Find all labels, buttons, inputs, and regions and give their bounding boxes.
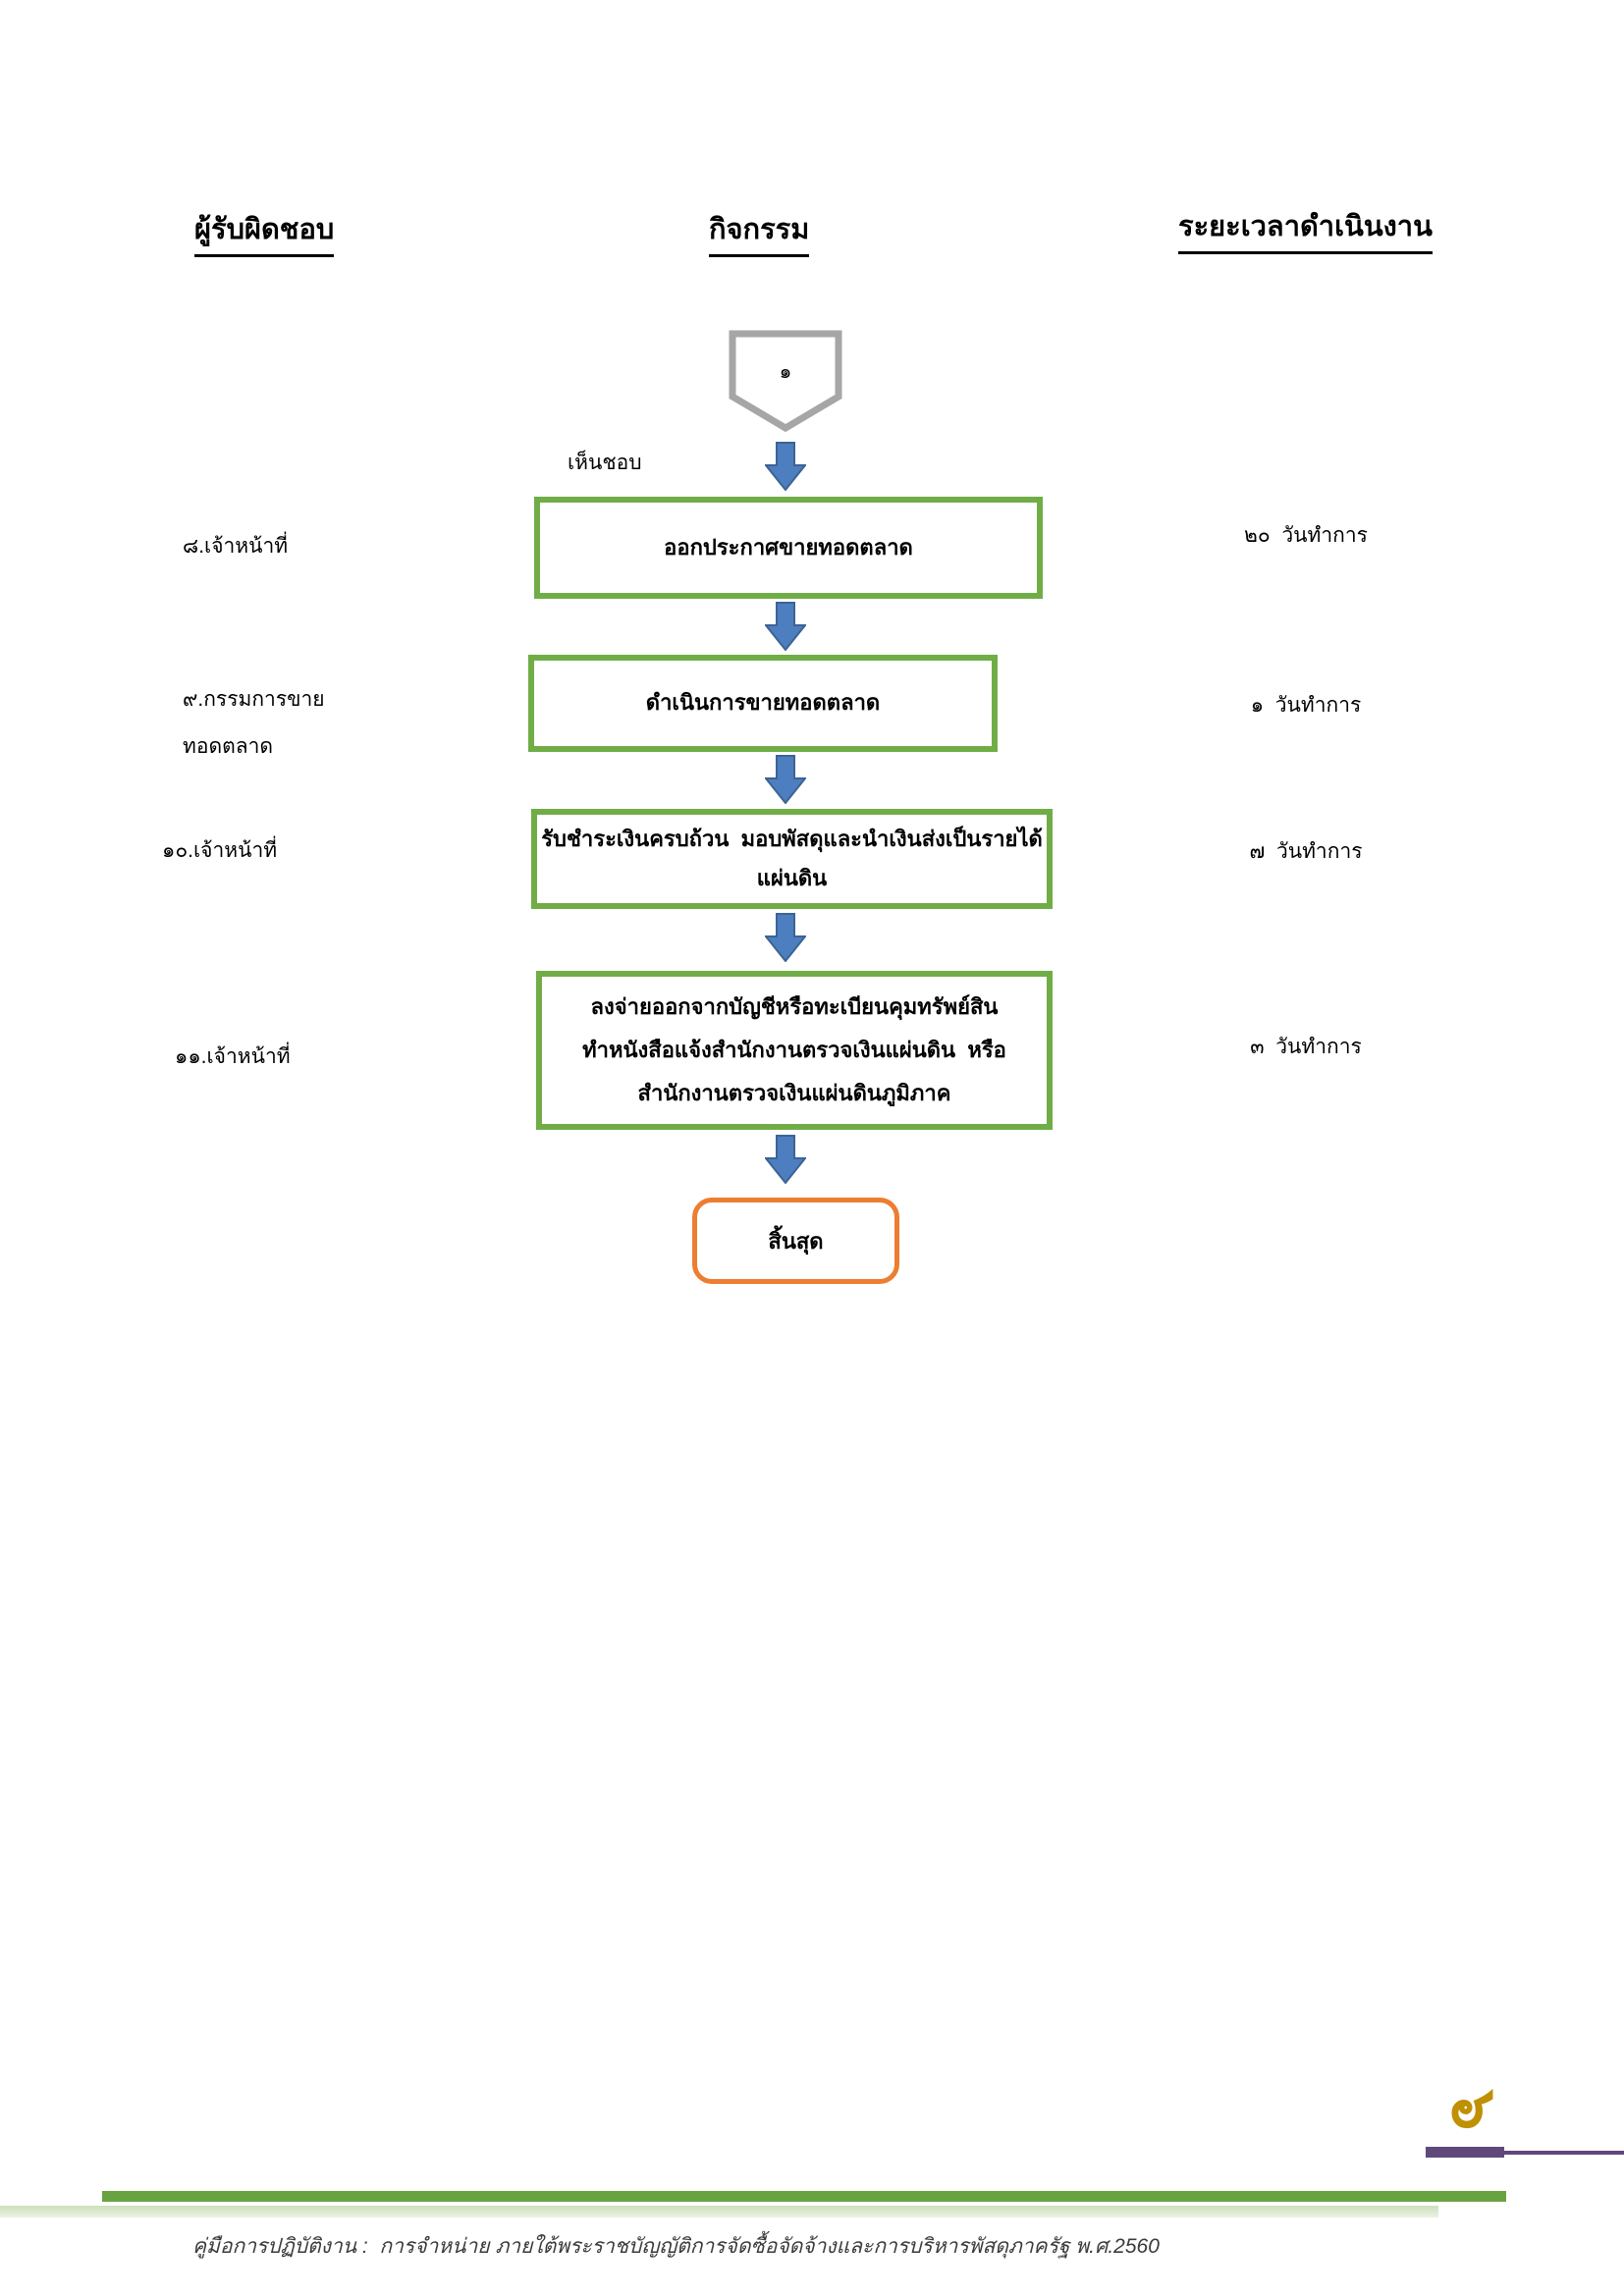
end-label: สิ้นสุด: [768, 1228, 824, 1254]
down-arrow-icon: [765, 602, 806, 651]
activity-text: ออกประกาศขายทอดตลาด: [664, 534, 913, 560]
activity-box-step4: ลงจ่ายออกจากบัญชีหรือทะเบียนคุมทรัพย์สิน…: [536, 971, 1053, 1130]
responsible-label-step4: ๑๑.เจ้าหน้าที่: [175, 1045, 291, 1068]
footer-purple-bar: [1426, 2147, 1504, 2158]
end-box: สิ้นสุด: [692, 1198, 899, 1284]
activity-text-line1: รับชำระเงินครบถ้วน มอบพัสดุและนำเงินส่งเ…: [541, 827, 1043, 852]
column-header-duration: ระยะเวลาดำเนินงาน: [1178, 203, 1433, 254]
duration-label-step4: ๓ วันทำการ: [1250, 1036, 1362, 1058]
responsible-label-step2-line1: ๙.กรรมการขาย: [183, 688, 325, 711]
down-arrow-icon: [765, 755, 806, 804]
offpage-connector-shape: [729, 330, 842, 433]
approve-label: เห็นชอบ: [568, 452, 642, 474]
activity-box-step1: ออกประกาศขายทอดตลาด: [534, 497, 1043, 599]
footer-text: คู่มือการปฏิบัติงาน : การจำหน่าย ภายใต้พ…: [192, 2235, 1160, 2258]
activity-box-step3: รับชำระเงินครบถ้วน มอบพัสดุและนำเงินส่งเ…: [531, 809, 1053, 909]
footer-green-bar: [102, 2191, 1506, 2202]
column-header-activity: กิจกรรม: [709, 206, 810, 257]
activity-text: ดำเนินการขายทอดตลาด: [645, 690, 881, 716]
activity-text-line1: ลงจ่ายออกจากบัญชีหรือทะเบียนคุมทรัพย์สิน: [590, 994, 999, 1019]
page-number: ๖: [1439, 2090, 1510, 2131]
activity-box-step2: ดำเนินการขายทอดตลาด: [528, 655, 998, 752]
responsible-label-step2-line2: ทอดตลาด: [183, 735, 274, 758]
down-arrow-icon: [765, 442, 806, 491]
duration-label-step3: ๗ วันทำการ: [1249, 840, 1363, 863]
activity-text-line2: ทำหนังสือแจ้งสำนักงานตรวจเงินแผ่นดิน หรื…: [582, 1038, 1006, 1062]
down-arrow-icon: [765, 913, 806, 962]
activity-text-line3: สำนักงานตรวจเงินแผ่นดินภูมิภาค: [637, 1081, 951, 1105]
responsible-label-step3: ๑๐.เจ้าหน้าที่: [162, 839, 278, 862]
column-header-responsible: ผู้รับผิดชอบ: [194, 206, 335, 257]
offpage-connector-label: ๑: [779, 361, 792, 383]
down-arrow-icon: [765, 1135, 806, 1184]
footer-green-pale-bar: [0, 2206, 1438, 2217]
responsible-label-step1: ๘.เจ้าหน้าที่: [183, 535, 289, 558]
duration-label-step1: ๒๐ วันทำการ: [1244, 524, 1368, 547]
activity-text-line2: แผ่นดิน: [756, 866, 828, 890]
duration-label-step2: ๑ วันทำการ: [1250, 694, 1362, 717]
footer-purple-line: [1504, 2151, 1624, 2155]
